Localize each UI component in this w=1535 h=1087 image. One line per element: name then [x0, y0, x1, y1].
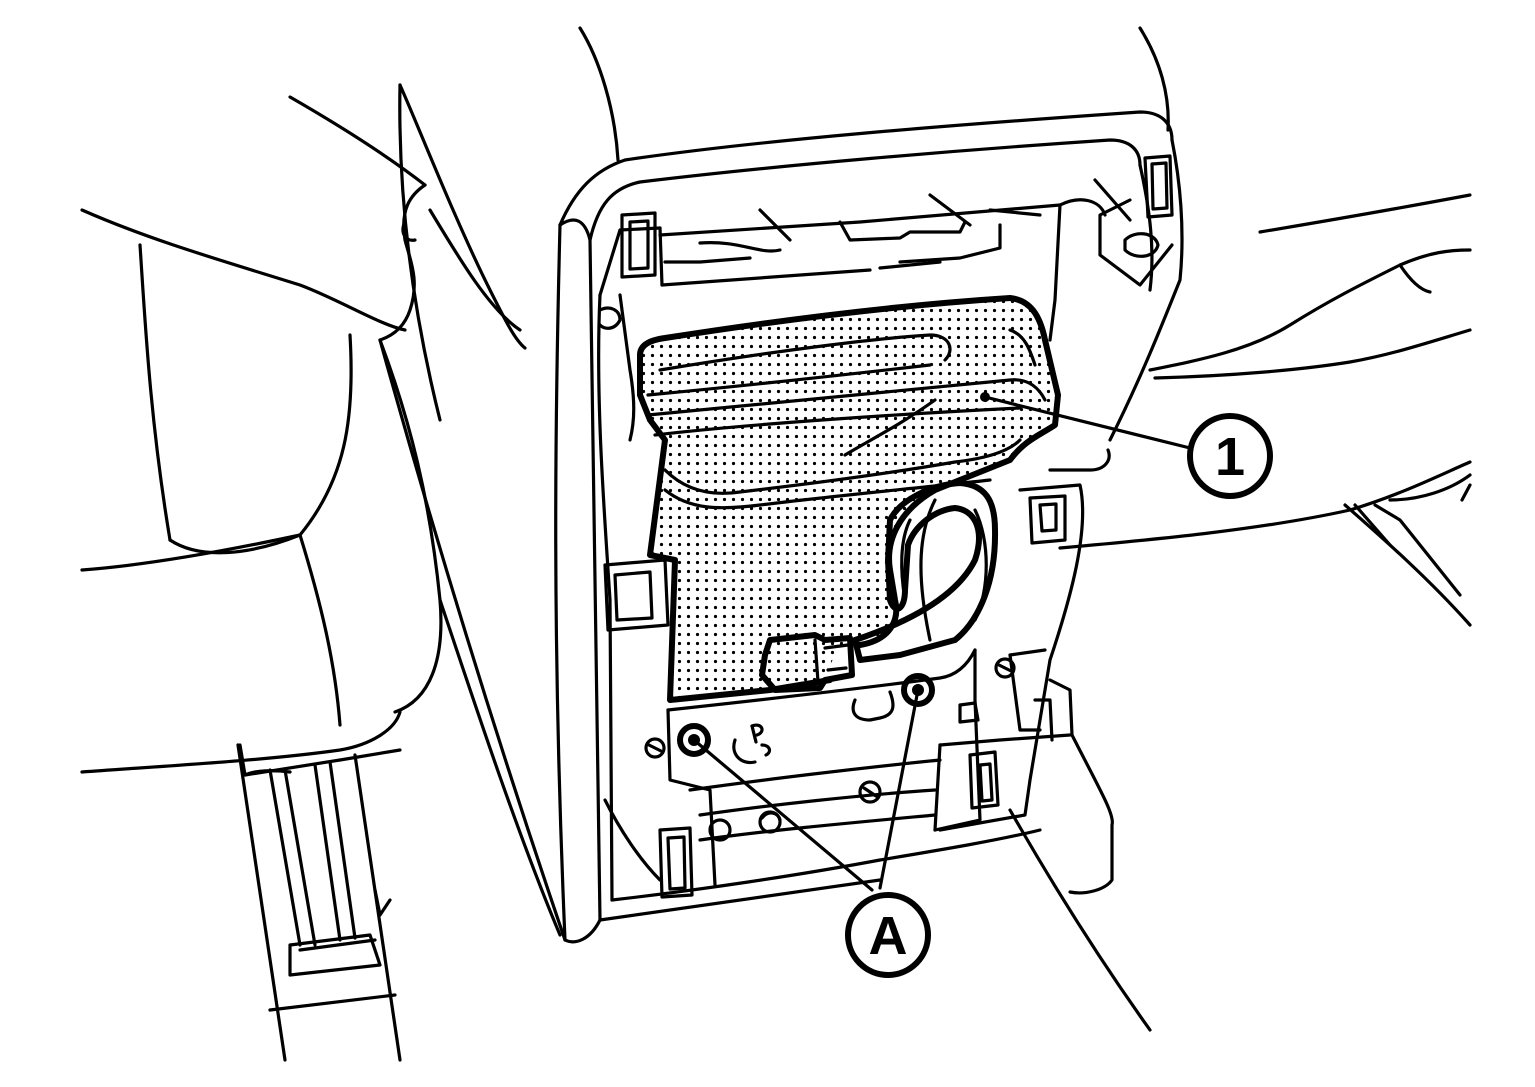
callout-a-label: A: [869, 906, 908, 966]
center-console: [378, 26, 1184, 1032]
right-seat: [1058, 193, 1472, 627]
callout-1: 1: [980, 392, 1273, 499]
left-seat: [80, 95, 443, 1062]
callout-1-label: 1: [1215, 427, 1245, 487]
component-1: [637, 295, 1061, 703]
callout-a: A: [692, 688, 931, 978]
